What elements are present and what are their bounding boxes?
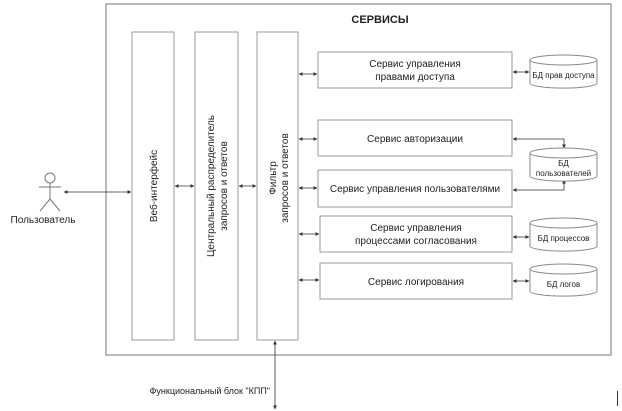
svg-text:запросов и ответов: запросов и ответов [280, 133, 291, 223]
db-processes-label: БД процессов [538, 234, 590, 243]
service-access-rights[interactable]: Сервис управления правами доступа [317, 51, 513, 89]
column-request-filter[interactable]: Фильтр запросов и ответов [256, 31, 299, 341]
actor-label: Пользователь [11, 215, 76, 226]
svg-text:Фильтр: Фильтр [268, 161, 279, 195]
service-logging[interactable]: Сервис логирования [319, 262, 513, 300]
db-users[interactable]: БД пользователей [529, 147, 598, 182]
service-access-rights-line2: правами доступа [375, 72, 455, 83]
service-user-management[interactable]: Сервис управления пользователями [317, 169, 513, 208]
db-users-label-line1: БД [558, 159, 569, 168]
text-cursor [617, 391, 618, 406]
column-web-interface[interactable]: Веб-интерфейс [131, 31, 175, 341]
stick-figure-icon [39, 172, 61, 212]
external-block-label: Функциональный блок "КПП" [150, 386, 270, 396]
service-approval-process-line1: Сервис управления [370, 223, 462, 234]
db-processes[interactable]: БД процессов [529, 217, 598, 252]
column-central-dispatcher[interactable]: Центральный распределитель запросов и от… [194, 31, 239, 341]
column-central-dispatcher-label-line2: запросов и ответов [219, 141, 230, 231]
service-approval-process-line2: процессами согласования [355, 236, 477, 247]
users-usersdb-arrow [512, 179, 566, 192]
service-authorization[interactable]: Сервис авторизации [317, 119, 513, 157]
service-logging-label: Сервис логирования [368, 277, 464, 288]
column-request-filter-label-line2: запросов и ответов [280, 133, 291, 223]
user-actor: Пользователь [11, 172, 76, 226]
db-logs-label: БД логов [547, 280, 581, 289]
service-user-management-label: Сервис управления пользователями [330, 184, 500, 195]
column-request-filter-label-line1: Фильтр [268, 161, 279, 195]
db-access-rights-label: БД прав доступа [532, 71, 595, 80]
column-central-dispatcher-label-line1: Центральный распределитель [206, 115, 217, 257]
auth-usersdb-arrow [512, 137, 566, 149]
container-title: СЕРВИСЫ [351, 14, 408, 26]
db-logs[interactable]: БД логов [529, 263, 598, 297]
service-authorization-label: Сервис авторизации [367, 134, 463, 145]
service-access-rights-line1: Сервис управления [369, 59, 461, 70]
column-web-interface-label: Веб-интерфейс [148, 150, 160, 222]
service-approval-process[interactable]: Сервис управления процессами согласовани… [319, 215, 513, 253]
db-access-rights[interactable]: БД прав доступа [529, 54, 598, 89]
svg-text:Центральный распределитель: Центральный распределитель [206, 115, 217, 257]
svg-text:запросов и ответов: запросов и ответов [219, 141, 230, 231]
db-users-label-line2: пользователей [536, 169, 591, 178]
